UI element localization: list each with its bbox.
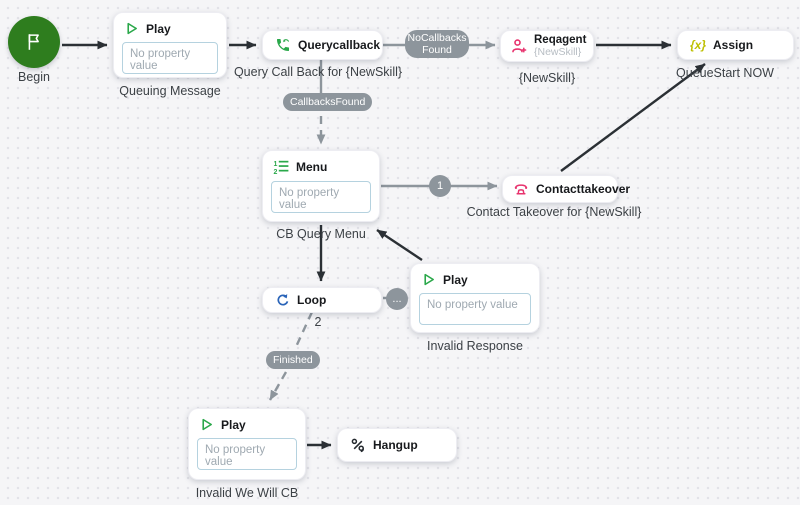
contacttakeover-node[interactable]: Contacttakeover [502, 175, 630, 203]
assign-label: QueueStart NOW [676, 66, 774, 80]
branch-badge-menu-option-1: 1 [429, 175, 451, 197]
assign-variable-icon: {x} [690, 38, 707, 52]
node-title: Querycallback [298, 38, 381, 52]
invalid-response-play-node[interactable]: Play No property value [410, 263, 540, 333]
begin-node[interactable] [8, 16, 60, 68]
reqagent-label: {NewSkill} [518, 71, 576, 85]
node-title: Play [443, 272, 468, 287]
reqagent-node[interactable]: Reqagent {NewSkill} [500, 30, 594, 62]
node-title: Assign [713, 38, 754, 52]
queuing-play-node[interactable]: Play No property value [113, 12, 227, 78]
invalid-response-label: Invalid Response [427, 339, 523, 353]
querycallback-label: Query Call Back for {NewSkill} [233, 65, 403, 79]
queuing-play-label: Queuing Message [119, 84, 221, 98]
node-title: Menu [296, 160, 328, 174]
loop-node[interactable]: Loop [262, 287, 382, 313]
invalid-cb-label: Invalid We Will CB [195, 486, 299, 500]
branch-badge-finished: Finished [266, 351, 320, 370]
node-title: Play [146, 21, 171, 36]
contact-takeover-phone-icon [513, 181, 529, 197]
node-title: Contacttakeover [536, 182, 631, 196]
property-input[interactable]: No property value [271, 181, 371, 213]
numbered-list-icon: 1 2 [273, 159, 289, 175]
menu-label: CB Query Menu [276, 227, 366, 241]
begin-label: Begin [18, 70, 50, 84]
querycallback-node[interactable]: Querycallback [262, 30, 383, 60]
contacttakeover-label: Contact Takeover for {NewSkill} [466, 205, 642, 219]
svg-text:2: 2 [274, 169, 278, 175]
invalid-cb-play-node[interactable]: Play No property value [188, 408, 306, 480]
hangup-node[interactable]: Hangup [337, 428, 457, 462]
menu-node[interactable]: 1 2 Menu No property value [262, 150, 380, 222]
assign-node[interactable]: {x} Assign [677, 30, 794, 60]
play-icon [199, 417, 214, 432]
flag-icon [23, 31, 45, 53]
branch-badge-no-callbacks-found: NoCallbacksFound [405, 30, 469, 59]
edge-finished-to-invalid-cb [268, 371, 288, 401]
loop-count-label: 2 [314, 315, 322, 329]
property-input[interactable]: No property value [122, 42, 218, 74]
node-title: Play [221, 417, 246, 432]
svg-text:1: 1 [274, 161, 278, 168]
branch-badge-callbacks-found: CallbacksFound [283, 93, 373, 112]
branch-badge-loop-more: ... [386, 288, 408, 310]
node-title: Reqagent [534, 33, 587, 46]
request-agent-icon [511, 38, 527, 54]
node-subtitle: {NewSkill} [534, 46, 582, 59]
property-input[interactable]: No property value [419, 293, 531, 325]
play-icon [421, 272, 436, 287]
play-icon [124, 21, 139, 36]
node-title: Loop [297, 293, 327, 307]
property-input[interactable]: No property value [197, 438, 297, 470]
query-callback-icon [275, 37, 291, 53]
hangup-icon [350, 437, 366, 453]
node-title: Hangup [373, 438, 418, 452]
loop-icon [275, 293, 290, 308]
